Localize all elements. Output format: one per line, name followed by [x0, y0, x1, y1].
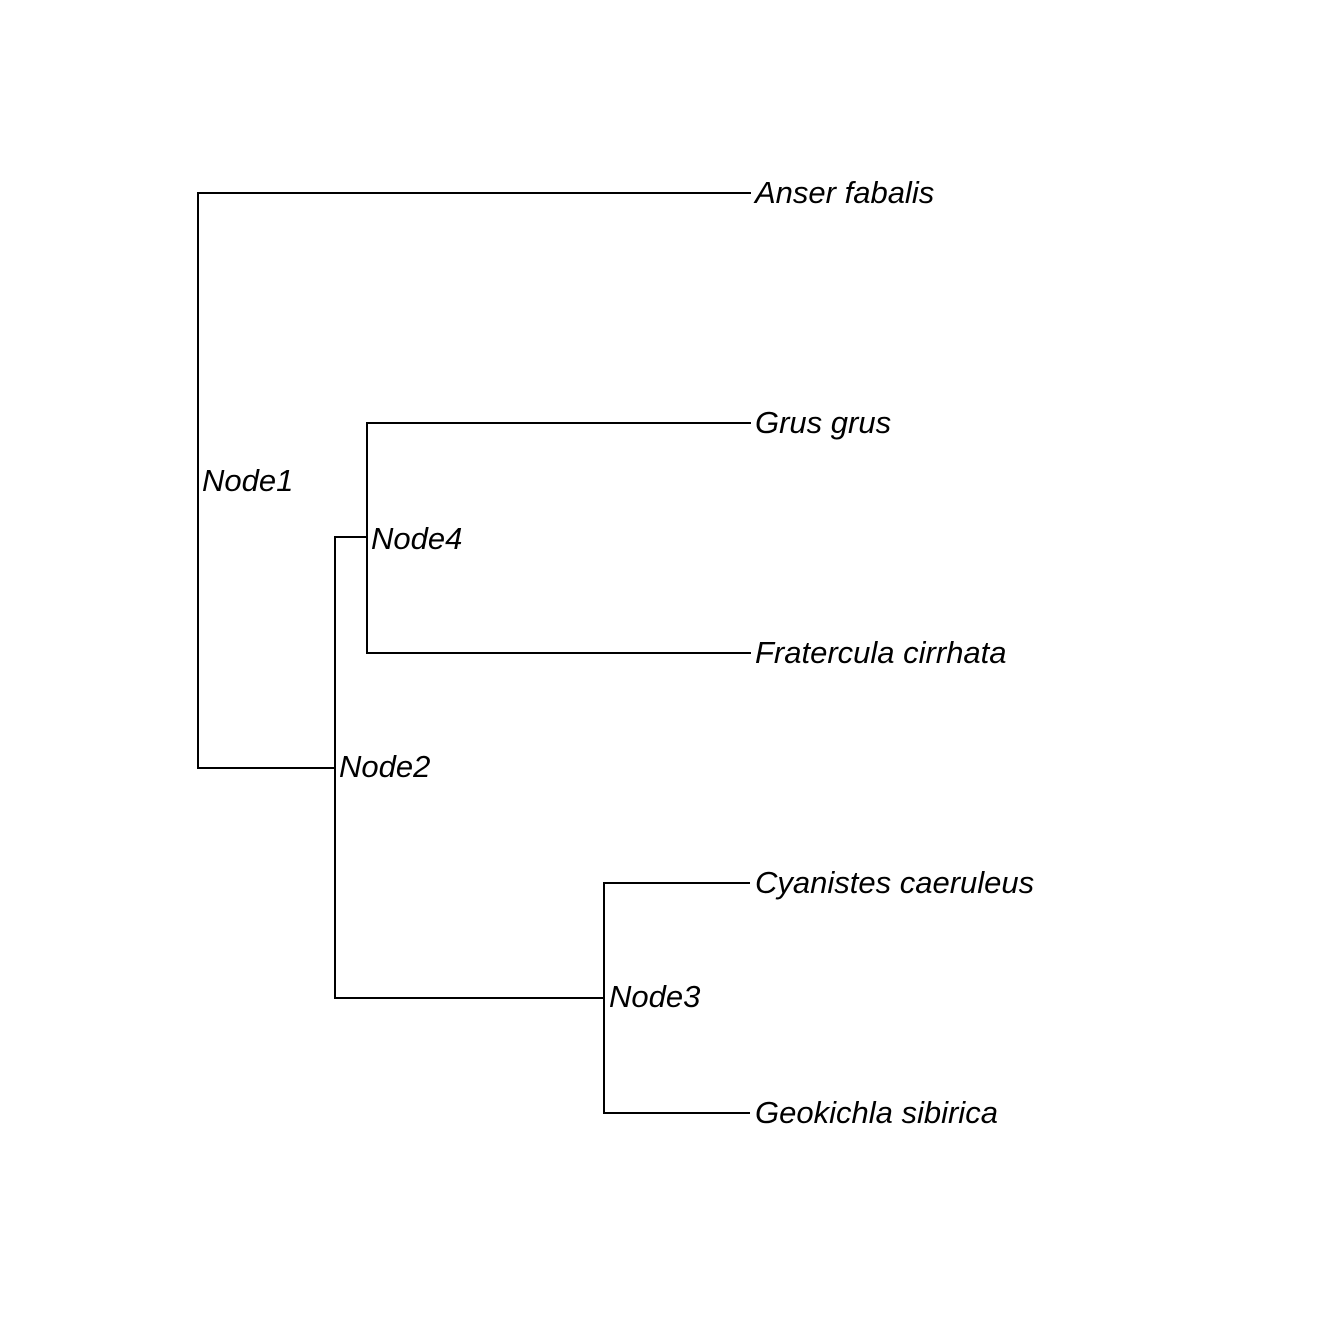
node2-vertical-connector	[334, 536, 336, 999]
tip-label-grus-grus: Grus grus	[755, 404, 892, 440]
tip-label-anser-fabalis: Anser fabalis	[755, 174, 935, 210]
branch-grus-grus	[366, 422, 751, 424]
node3-vertical-connector	[603, 882, 605, 1114]
node-label-node1: Node1	[202, 462, 294, 498]
branch-node1-to-node2	[197, 767, 336, 769]
node-label-node2: Node2	[339, 748, 431, 784]
branch-node2-to-node4	[334, 536, 368, 538]
tip-label-geokichla-sibirica: Geokichla sibirica	[755, 1094, 998, 1130]
node4-vertical-connector	[366, 422, 368, 654]
tip-label-fratercula-cirrhata: Fratercula cirrhata	[755, 634, 1007, 670]
node-label-node4: Node4	[371, 520, 463, 556]
branch-node2-to-node3	[334, 997, 605, 999]
node-label-node3: Node3	[609, 978, 701, 1014]
branch-anser-fabalis	[197, 192, 751, 194]
node1-vertical-connector	[197, 192, 199, 769]
tip-label-cyanistes-caeruleus: Cyanistes caeruleus	[755, 864, 1035, 900]
branch-cyanistes-caeruleus	[603, 882, 750, 884]
branch-geokichla-sibirica	[603, 1112, 750, 1114]
branch-fratercula-cirrhata	[366, 652, 751, 654]
